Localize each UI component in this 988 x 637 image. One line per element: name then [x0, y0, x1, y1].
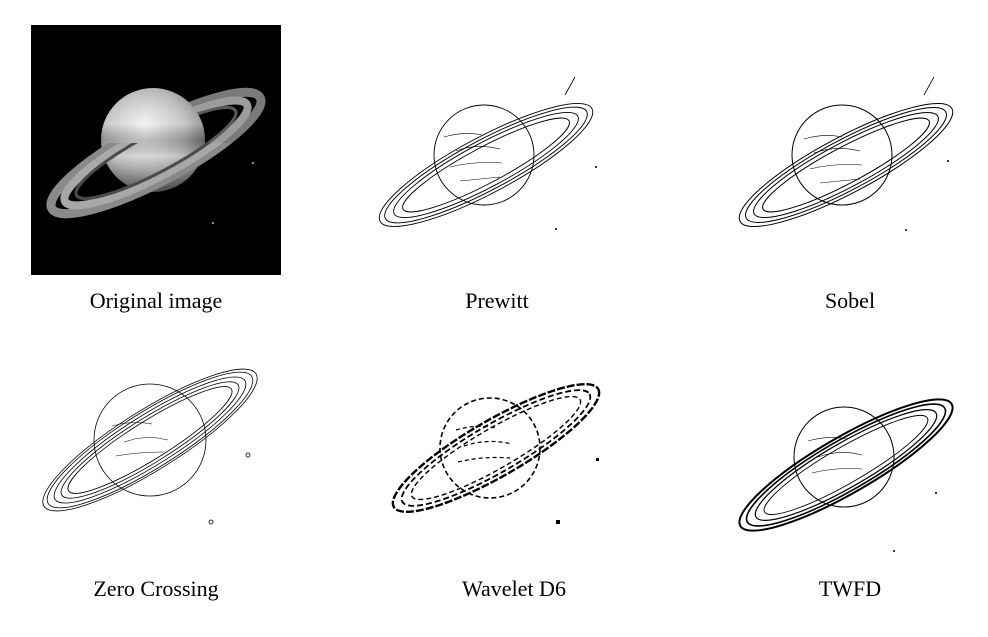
caption-twfd: TWFD	[818, 576, 882, 601]
saturn-edge-prewitt-icon	[378, 76, 597, 230]
saturn-edge-wavelet-d6-icon	[391, 383, 601, 524]
saturn-edge-twfd-icon	[738, 398, 954, 552]
saturn-edge-zero-crossing-icon	[42, 368, 258, 525]
sobel-edge-image	[722, 55, 972, 305]
twfd-edge-image	[718, 355, 968, 605]
saturn-edge-sobel-icon	[738, 76, 954, 231]
zero-crossing-edge-image	[20, 330, 270, 580]
saturn-original-image	[31, 25, 281, 275]
saturn-photo-icon	[31, 25, 281, 275]
prewitt-edge-image	[360, 55, 610, 305]
caption-wavelet-d6: Wavelet D6	[462, 576, 566, 601]
caption-prewitt: Prewitt	[465, 288, 529, 313]
caption-zero-crossing: Zero Crossing	[93, 576, 219, 601]
wavelet-d6-edge-image	[372, 330, 622, 580]
caption-sobel: Sobel	[824, 288, 876, 313]
caption-original-image: Original image	[89, 288, 223, 313]
